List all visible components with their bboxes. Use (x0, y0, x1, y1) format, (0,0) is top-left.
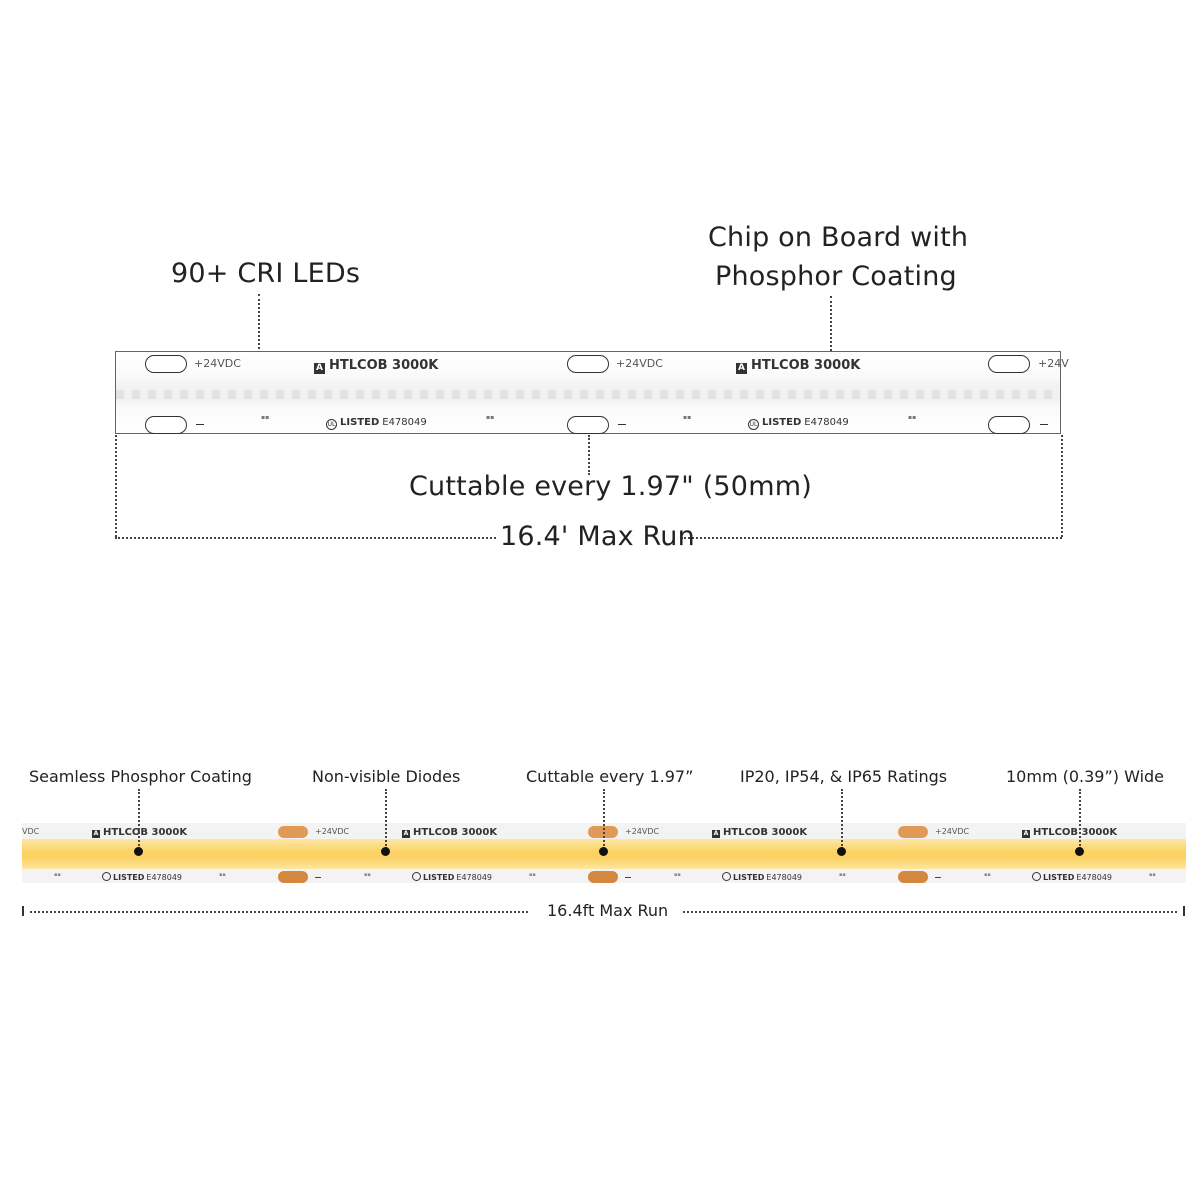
brand-logo-icon: A (736, 363, 747, 374)
run-line-right (683, 911, 1177, 913)
ul-mark-icon (102, 872, 111, 881)
run-end-left (22, 906, 24, 916)
component-mark: ▪▪ (683, 414, 692, 421)
component-mark: ▪▪ (486, 414, 495, 421)
component-mark: ▪▪ (54, 872, 61, 878)
solder-pad (898, 826, 928, 838)
voltage-label: +24VDC (625, 827, 660, 836)
callout-cob-line2: Phosphor Coating (715, 261, 957, 292)
run-end-right (1183, 906, 1185, 916)
component-mark: ▪▪ (261, 414, 270, 421)
solder-pad (567, 355, 609, 373)
callout-max-run: 16.4' Max Run (500, 521, 695, 552)
component-mark: ▪▪ (364, 872, 371, 878)
run-line-left (115, 537, 496, 539)
callout-cuttable: Cuttable every 1.97" (50mm) (409, 471, 812, 502)
run-bracket-right (1061, 435, 1063, 537)
leader-phosphor (138, 789, 140, 849)
brand-logo-icon: A (92, 830, 100, 838)
run-bracket-left (115, 435, 117, 537)
solder-pad (988, 416, 1030, 434)
minus-mark (625, 877, 631, 878)
ul-mark-icon: UL (748, 419, 759, 430)
callout-dot (837, 847, 846, 856)
minus-mark (315, 877, 321, 878)
component-mark: ▪▪ (674, 872, 681, 878)
run-line-right (681, 537, 1062, 539)
solder-pad (567, 416, 609, 434)
solder-pad (278, 826, 308, 838)
brand-logo-icon: A (402, 830, 410, 838)
component-mark: ▪▪ (529, 872, 536, 878)
callout-cob-line1: Chip on Board with (708, 222, 969, 253)
leader-cut (603, 789, 605, 849)
callout-dot (134, 847, 143, 856)
callout-dot (599, 847, 608, 856)
brand-logo-icon: A (712, 830, 720, 838)
voltage-label: +24V (1038, 357, 1069, 370)
minus-mark (935, 877, 941, 878)
led-row (116, 390, 1060, 399)
leader-cob (830, 296, 832, 395)
component-mark: ▪▪ (1149, 872, 1156, 878)
voltage-label: +24VDC (616, 357, 663, 370)
callout-dot (1075, 847, 1084, 856)
minus-mark (618, 424, 626, 425)
solder-pad (898, 871, 928, 883)
minus-mark (196, 424, 204, 425)
callout-max-run: 16.4ft Max Run (547, 901, 669, 920)
solder-pad (588, 871, 618, 883)
callout-cri-leds: 90+ CRI LEDs (171, 258, 361, 289)
callout-seamless-phosphor: Seamless Phosphor Coating (29, 767, 252, 786)
voltage-label: VDC (22, 827, 40, 836)
brand-logo-icon: A (314, 363, 325, 374)
leader-ratings (841, 789, 843, 849)
minus-mark (1040, 424, 1048, 425)
component-mark: ▪▪ (908, 414, 917, 421)
leader-cri (258, 294, 260, 393)
callout-width: 10mm (0.39”) Wide (1006, 767, 1165, 786)
solder-pad (988, 355, 1030, 373)
voltage-label: +24VDC (935, 827, 970, 836)
ul-mark-icon (1032, 872, 1041, 881)
voltage-label: +24VDC (194, 357, 241, 370)
component-mark: ▪▪ (219, 872, 226, 878)
solder-pad (145, 416, 187, 434)
ul-mark-icon (722, 872, 731, 881)
callout-cuttable: Cuttable every 1.97” (526, 767, 694, 786)
component-mark: ▪▪ (839, 872, 846, 878)
brand-logo-icon: A (1022, 830, 1030, 838)
component-mark: ▪▪ (984, 872, 991, 878)
leader-cut (588, 435, 590, 475)
run-line-left (30, 911, 528, 913)
ul-mark-icon (412, 872, 421, 881)
callout-ip-ratings: IP20, IP54, & IP65 Ratings (740, 767, 948, 786)
solder-pad (278, 871, 308, 883)
ul-mark-icon: UL (326, 419, 337, 430)
leader-diodes (385, 789, 387, 849)
callout-non-visible-diodes: Non-visible Diodes (312, 767, 461, 786)
callout-dot (381, 847, 390, 856)
leader-width (1079, 789, 1081, 849)
solder-pad (145, 355, 187, 373)
voltage-label: +24VDC (315, 827, 350, 836)
